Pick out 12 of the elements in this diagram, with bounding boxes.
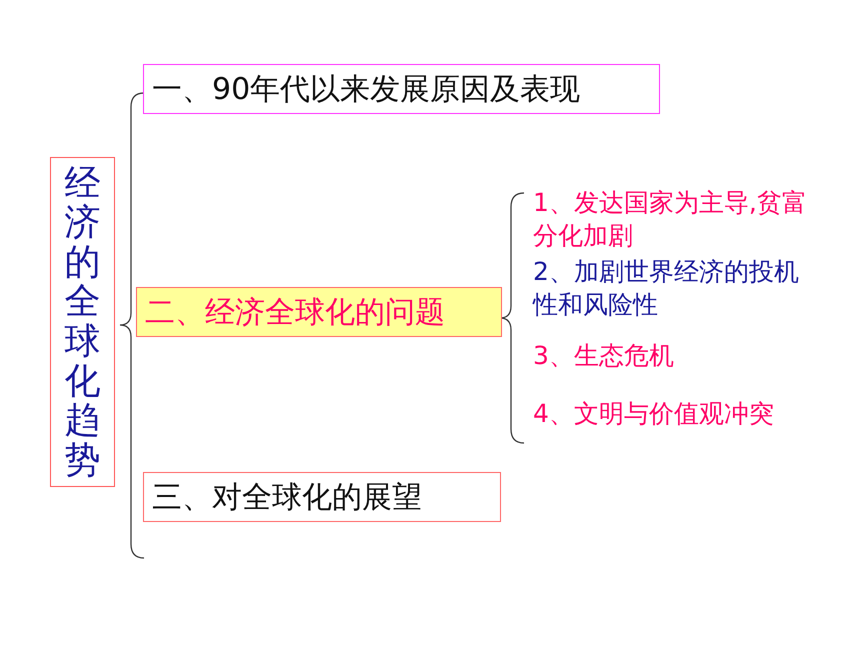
section-box bbox=[143, 472, 501, 522]
highlighted-section-box bbox=[136, 287, 502, 337]
problem-item: 3、生态危机 bbox=[533, 340, 675, 372]
section-title: 二、经济全球化的问题 bbox=[144, 294, 445, 332]
section-title: 三、对全球化的展望 bbox=[151, 478, 422, 516]
topic-box bbox=[50, 157, 115, 487]
section-box bbox=[143, 64, 660, 114]
section-title: 一、90年代以来发展原因及表现 bbox=[151, 70, 580, 108]
topic-title: 经济的全球化趋势 bbox=[64, 164, 100, 480]
problem-item: 2、加剧世界经济的投机性和风险性 bbox=[533, 256, 800, 320]
problem-item: 4、文明与价值观冲突 bbox=[533, 398, 775, 430]
problem-item: 1、发达国家为主导,贫富分化加剧 bbox=[533, 187, 808, 252]
